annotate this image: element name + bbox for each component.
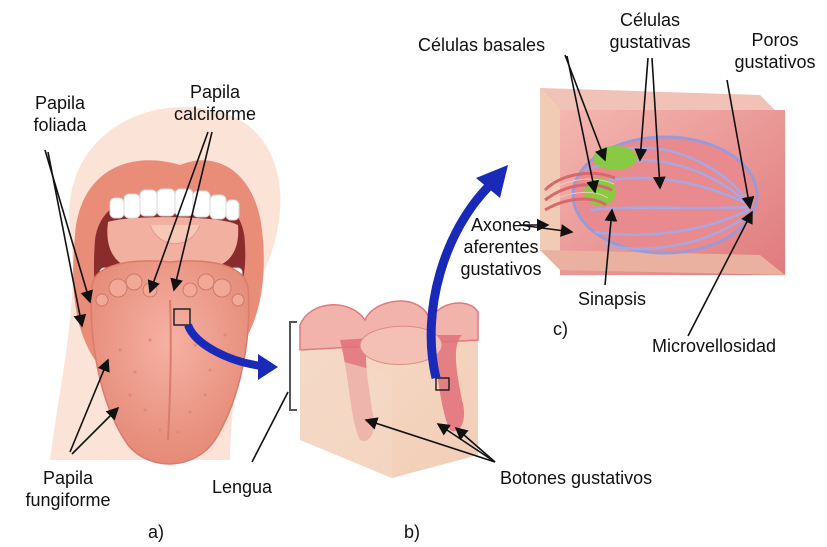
label-papila-foliada: Papila foliada — [20, 92, 100, 136]
label-papila-fungiforme-line1: Papila — [12, 467, 124, 489]
papilla-block — [300, 301, 478, 478]
label-poros-gustativos-line2: gustativos — [725, 51, 825, 73]
bracket — [290, 322, 297, 410]
label-sinapsis: Sinapsis — [578, 288, 646, 310]
label-papila-fungiforme: Papila fungiforme — [12, 467, 124, 511]
label-papila-calciforme: Papila calciforme — [160, 81, 270, 125]
label-axones-line3: gustativos — [447, 258, 555, 280]
panel-label-c: c) — [553, 318, 568, 340]
label-axones-line2: aferentes — [447, 236, 555, 258]
panel-label-a: a) — [148, 521, 164, 543]
label-papila-foliada-line2: foliada — [20, 114, 100, 136]
label-poros-gustativos-line1: Poros — [725, 29, 825, 51]
label-celulas-gustativas-line2: gustativas — [600, 31, 700, 53]
label-celulas-gustativas-line1: Células — [600, 9, 700, 31]
label-botones-gustativos: Botones gustativos — [500, 467, 652, 489]
label-papila-calciforme-line2: calciforme — [160, 103, 270, 125]
taste-bud-block — [540, 88, 785, 275]
label-celulas-basales: Células basales — [418, 34, 545, 56]
label-microvellosidad: Microvellosidad — [652, 335, 776, 357]
label-poros-gustativos: Poros gustativos — [725, 29, 825, 73]
label-axones: Axones aferentes gustativos — [447, 214, 555, 280]
label-celulas-gustativas: Células gustativas — [600, 9, 700, 53]
label-papila-fungiforme-line2: fungiforme — [12, 489, 124, 511]
label-lengua: Lengua — [212, 476, 272, 498]
label-papila-foliada-line1: Papila — [20, 92, 100, 114]
label-papila-calciforme-line1: Papila — [160, 81, 270, 103]
panel-label-b: b) — [404, 521, 420, 543]
label-axones-line1: Axones — [447, 214, 555, 236]
